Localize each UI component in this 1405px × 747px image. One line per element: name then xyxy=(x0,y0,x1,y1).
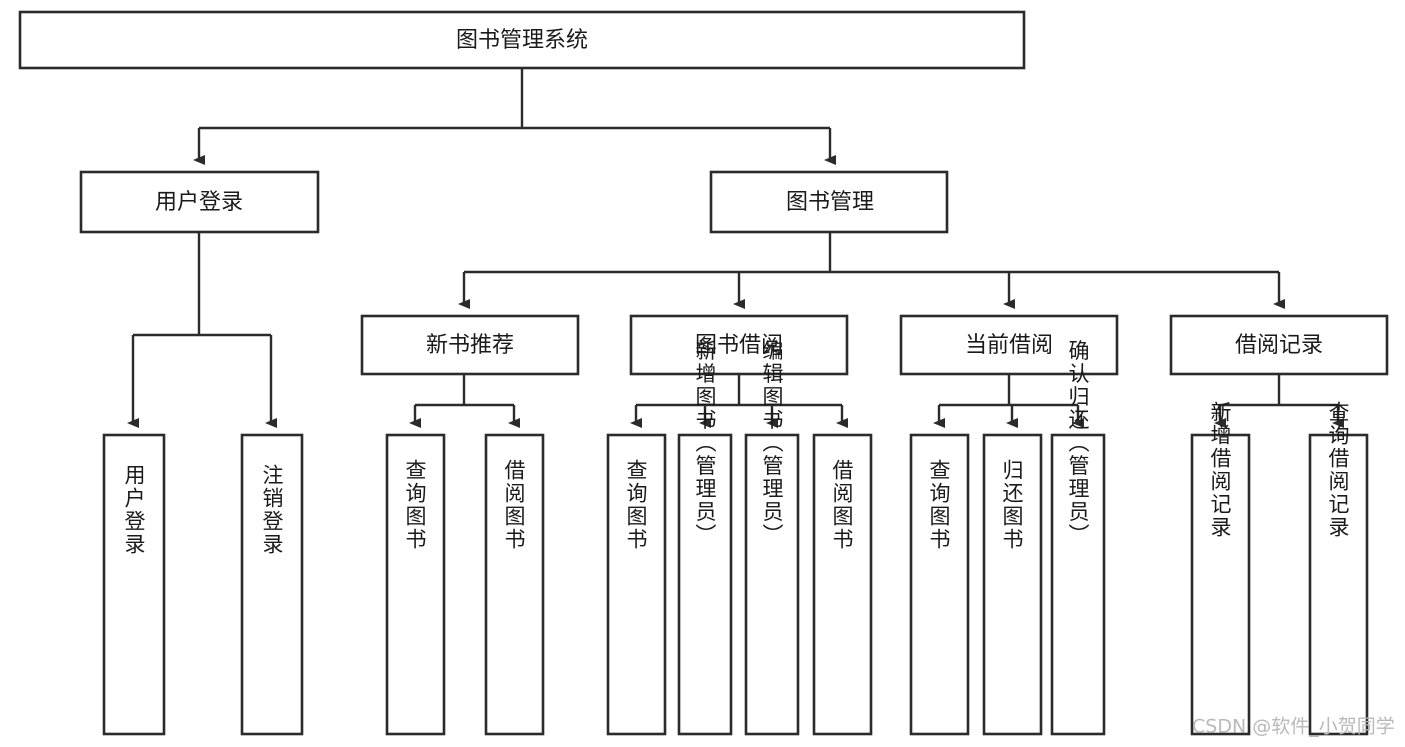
borrow-record-label: 借阅记录 xyxy=(1235,333,1323,358)
node-current-borrow[interactable]: 当前借阅 xyxy=(899,314,1119,376)
leaf-query-borrow-record[interactable]: 查询借阅记录 xyxy=(1308,401,1369,736)
csdn-watermark: CSDN @软件_小贺同学 xyxy=(1192,716,1395,738)
leaf-box xyxy=(1190,433,1251,736)
book-management-label: 图书管理 xyxy=(786,190,874,215)
new-book-recommend-box xyxy=(360,314,580,376)
leaf-query-book-newbook[interactable]: 查询图书 xyxy=(385,433,446,736)
leaf-edit-book-admin[interactable]: 编辑图书（管理员） xyxy=(744,340,800,736)
leaf-query-book-borrow[interactable]: 查询图书 xyxy=(606,433,667,736)
leaf-query-book-current[interactable]: 查询图书 xyxy=(909,433,970,736)
root-label: 图书管理系统 xyxy=(456,28,588,53)
leaf-box xyxy=(744,433,800,736)
leaf-user-login[interactable]: 用户登录 xyxy=(102,433,166,736)
new-book-recommend-label: 新书推荐 xyxy=(426,333,514,358)
leaf-label: 新增借阅记录 xyxy=(1208,401,1232,539)
leaf-box xyxy=(1050,433,1106,736)
leaf-label: 注销登录 xyxy=(260,464,284,556)
user-login-label: 用户登录 xyxy=(155,190,243,215)
leaf-add-book-admin[interactable]: 新增图书（管理员） xyxy=(677,340,733,736)
leaf-label: 用户登录 xyxy=(122,464,146,556)
leaf-logout-login[interactable]: 注销登录 xyxy=(240,433,304,736)
leaf-label: 查询图书 xyxy=(624,459,648,551)
leaf-box xyxy=(606,433,667,736)
leaf-label: 查询图书 xyxy=(403,459,427,551)
leaf-add-borrow-record[interactable]: 新增借阅记录 xyxy=(1190,401,1251,736)
leaf-label: 确认归还（管理员） xyxy=(1066,340,1090,547)
leaf-box xyxy=(812,433,873,736)
root-box xyxy=(18,10,1026,70)
leaf-label: 查询借阅记录 xyxy=(1326,401,1350,539)
book-borrow-box xyxy=(629,314,849,376)
leaf-box xyxy=(677,433,733,736)
leaf-box xyxy=(909,433,970,736)
node-root-book-management-system[interactable]: 图书管理系统 xyxy=(18,10,1026,70)
leaf-box xyxy=(1308,433,1369,736)
leaf-box xyxy=(240,433,304,736)
leaf-borrow-book-borrow[interactable]: 借阅图书 xyxy=(812,433,873,736)
leaf-box xyxy=(982,433,1043,736)
node-new-book-recommend[interactable]: 新书推荐 xyxy=(360,314,580,376)
user-login-box xyxy=(79,170,320,234)
borrow-record-box xyxy=(1169,314,1389,376)
leaf-label: 借阅图书 xyxy=(502,459,526,551)
leaf-label: 查询图书 xyxy=(927,459,951,551)
leaf-box xyxy=(102,433,166,736)
node-user-login[interactable]: 用户登录 xyxy=(79,170,320,234)
book-management-box xyxy=(709,170,949,234)
leaf-borrow-book-newbook[interactable]: 借阅图书 xyxy=(484,433,545,736)
leaf-box xyxy=(484,433,545,736)
node-book-management[interactable]: 图书管理 xyxy=(709,170,949,234)
node-borrow-record[interactable]: 借阅记录 xyxy=(1169,314,1389,376)
leaf-box xyxy=(385,433,446,736)
leaf-return-book[interactable]: 归还图书 xyxy=(982,433,1043,736)
leaf-label: 新增图书（管理员） xyxy=(693,340,717,547)
current-borrow-label: 当前借阅 xyxy=(965,333,1053,358)
leaf-confirm-return-admin[interactable]: 确认归还（管理员） xyxy=(1050,340,1106,736)
current-borrow-box xyxy=(899,314,1119,376)
connector-layer xyxy=(127,68,1344,428)
book-borrow-label: 图书借阅 xyxy=(695,333,783,358)
node-book-borrow[interactable]: 图书借阅 xyxy=(629,314,849,376)
leaf-label: 归还图书 xyxy=(1000,459,1024,551)
leaf-label: 借阅图书 xyxy=(830,459,854,551)
leaf-label: 编辑图书（管理员） xyxy=(760,340,784,547)
